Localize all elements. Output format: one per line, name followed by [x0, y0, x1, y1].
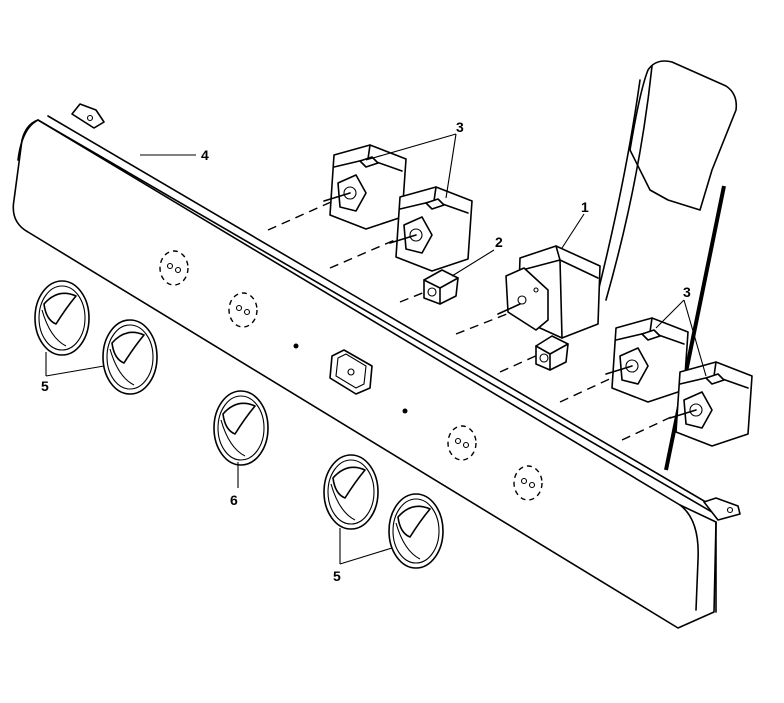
- indicator-light: [423, 269, 459, 305]
- knob: [102, 319, 158, 395]
- infinite-switch: [669, 361, 753, 447]
- clock-opening: [329, 349, 373, 395]
- knob: [213, 390, 269, 466]
- clock-timer: [497, 245, 601, 339]
- infinite-switch: [323, 144, 407, 230]
- panel-hole: [293, 343, 299, 349]
- callout-2: 2: [495, 234, 503, 250]
- callout-1: 1: [581, 199, 589, 215]
- knobs: [34, 280, 444, 569]
- callout-3-upper: 3: [456, 119, 464, 135]
- callout-3-right: 3: [683, 284, 691, 300]
- panel-knockouts: [159, 250, 543, 501]
- knockout: [228, 292, 258, 328]
- wire-shield: [595, 60, 738, 471]
- infinite-switches: [323, 144, 753, 447]
- infinite-switch: [389, 186, 473, 272]
- callouts: 1 2 3 3 4 5 5 6: [41, 119, 691, 584]
- callout-4: 4: [201, 147, 209, 163]
- panel-hole: [402, 408, 408, 414]
- wire-bundle: [664, 185, 726, 471]
- mounting-tab-right: [703, 497, 741, 521]
- callout-5-left: 5: [41, 378, 49, 394]
- callout-5-bottom: 5: [333, 568, 341, 584]
- knockout: [513, 465, 543, 501]
- infinite-switch: [605, 317, 689, 403]
- knockout: [447, 425, 477, 461]
- callout-6: 6: [230, 492, 238, 508]
- knockout: [159, 250, 189, 286]
- indicator-lights: [423, 269, 569, 371]
- knob: [323, 454, 379, 530]
- knob: [388, 493, 444, 569]
- alignment-lines: [267, 197, 687, 441]
- indicator-light: [535, 335, 569, 371]
- knob: [34, 280, 90, 356]
- leader-lines: [45, 133, 707, 565]
